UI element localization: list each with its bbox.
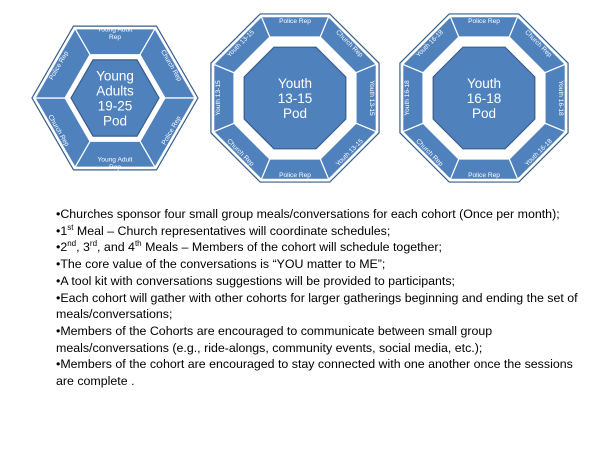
segment-label: Police Rep — [468, 172, 500, 179]
segment-label: Youth 16-18 — [558, 80, 565, 116]
segment-label: Police Rep — [468, 18, 500, 25]
segment-label: Youth 16-18 — [404, 80, 411, 116]
bullet-item: •2nd, 3rd, and 4th Meals – Members of th… — [56, 239, 442, 255]
pod-center — [432, 46, 536, 150]
bullet-item: •Members of the cohort are encouraged to… — [56, 357, 573, 389]
pod-center — [243, 46, 347, 150]
bullet-list: •Churches sponsor four small group meals… — [56, 206, 592, 390]
pod-segment — [401, 15, 460, 74]
bullet-item: •The core value of the conversations is … — [56, 257, 386, 272]
bullet-item: •Each cohort will gather with other coho… — [56, 290, 578, 322]
bullet-item: •1st Meal – Church representatives will … — [56, 222, 391, 238]
bullet-item: •A tool kit with conversations suggestio… — [56, 273, 455, 288]
bullet-item: •Members of the Cohorts are encouraged t… — [56, 323, 493, 355]
pod-center — [70, 59, 160, 137]
segment-label: Youth 13-15 — [215, 80, 222, 116]
segment-label: Youth 13-15 — [369, 80, 376, 116]
pod-segment — [33, 27, 91, 99]
bullet-item: •Churches sponsor four small group meals… — [56, 207, 560, 221]
segment-label: Police Rep — [279, 18, 311, 25]
segment-label: Police Rep — [279, 172, 311, 179]
pod-segment — [212, 15, 271, 74]
